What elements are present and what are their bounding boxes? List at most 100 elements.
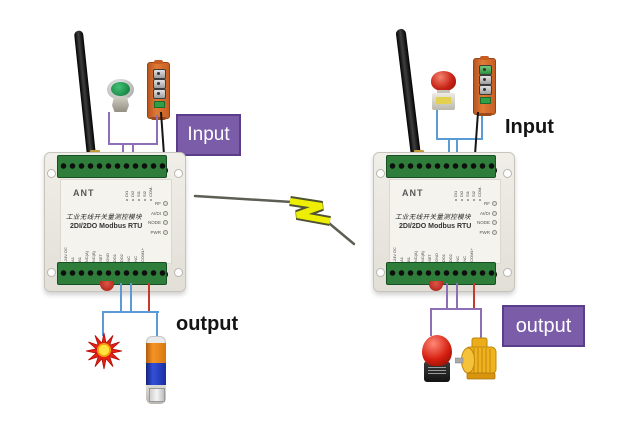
input-label-right: Input (505, 116, 554, 138)
output-label-right: output (502, 305, 585, 347)
buzzer (100, 281, 114, 291)
pin-label: GND (105, 253, 110, 262)
buzzer (429, 281, 443, 291)
antenna-left (73, 30, 96, 157)
pin-label: SET (98, 254, 103, 262)
pin-label: DI1 (453, 183, 459, 201)
pin-led-dot (138, 199, 141, 201)
output-wire (130, 283, 132, 313)
pin-label: SI1 (465, 183, 471, 201)
ant-label: ANT (402, 188, 424, 198)
mounting-hole (47, 169, 56, 178)
pin-label: COM- (148, 183, 154, 201)
antenna-right (395, 28, 421, 157)
pin-led-dot (467, 199, 470, 201)
pin-label: -24V DC (64, 246, 68, 262)
pin-label: DO2 (448, 253, 453, 262)
pin-label: SET (427, 254, 432, 262)
pin-label: NC (133, 256, 138, 262)
wireless-lightning-icon (193, 194, 356, 246)
input-wire (108, 112, 110, 144)
status-led-row: RF (484, 201, 497, 206)
alarm-flash-icon (85, 332, 123, 370)
mounting-hole (503, 169, 512, 178)
pin-label: DI1 (124, 183, 130, 201)
status-led-dot (492, 220, 497, 225)
pin-label: DI2 (459, 183, 465, 201)
terminal-strip-top (57, 155, 167, 178)
pin-label: -24V DC (393, 246, 397, 262)
emergency-stop-button (428, 68, 460, 114)
remote-button-green (479, 65, 492, 75)
pin-label: B1 (77, 257, 82, 262)
status-led-dot (163, 220, 168, 225)
device-model: 2DI/2DO Modbus RTU (70, 223, 143, 230)
status-led-row: NODE (477, 220, 497, 225)
output-wire (446, 283, 448, 310)
pin-led-dot (150, 199, 153, 201)
device-cn-title: 工业无线开关量测控模块 (66, 213, 142, 221)
mounting-hole (503, 268, 512, 277)
input-wire (481, 116, 483, 140)
output-wire (156, 313, 158, 337)
output-wire (120, 283, 122, 313)
status-led-dot (163, 229, 168, 235)
remote-button (479, 85, 492, 95)
electric-motor (455, 337, 497, 380)
remote-led (480, 97, 491, 104)
tower-orange-segment (146, 343, 166, 363)
pin-label: GND (434, 253, 439, 262)
output-wire (102, 313, 104, 336)
remote-control-right (473, 56, 496, 116)
pin-label: B1 (406, 257, 411, 262)
pin-label: DO2 (119, 253, 124, 262)
remote-control-left (147, 60, 170, 120)
output-wire-bus (102, 311, 159, 313)
pin-led-dot (132, 199, 135, 201)
remote-button (153, 79, 166, 89)
pin-label: SI2 (471, 183, 477, 201)
mounting-hole (47, 268, 56, 277)
remote-button (153, 69, 166, 79)
pin-label: NC (462, 256, 467, 262)
tower-base-label (149, 388, 165, 402)
pin-label: COM1+ (140, 248, 145, 262)
remote-button (153, 89, 166, 99)
status-led-row: RF (155, 201, 168, 206)
input-wire-bus (436, 138, 483, 140)
pin-label: COM- (477, 183, 483, 201)
terminal-strip-top (386, 155, 496, 178)
estop-neck (437, 90, 450, 94)
red-beacon-light (420, 334, 454, 384)
status-led-row: PWR (151, 229, 168, 235)
input-wire (448, 140, 450, 162)
input-wire (156, 115, 158, 144)
mounting-hole (174, 268, 183, 277)
input-label-text: Input (187, 124, 230, 145)
output-wire-red (148, 283, 150, 313)
pin-led-dot (144, 199, 147, 201)
remote-button (479, 75, 492, 85)
pin-label: NC(B) (91, 250, 96, 262)
output-wire (456, 283, 458, 310)
remote-led (154, 101, 165, 108)
terminal-strip-bottom (386, 262, 496, 285)
device-cn-title: 工业无线开关量测控模块 (395, 213, 471, 221)
pin-led-dot (126, 199, 129, 201)
pin-label: SI2 (142, 183, 148, 201)
signal-tower-light (146, 336, 166, 404)
pin-label: SI1 (136, 183, 142, 201)
tower-blue-segment (146, 363, 166, 385)
pin-label: COM1+ (469, 248, 474, 262)
output-wire (480, 310, 482, 339)
input-wire (456, 140, 458, 162)
status-led-dot (492, 201, 497, 206)
beacon-base-text (428, 367, 446, 376)
